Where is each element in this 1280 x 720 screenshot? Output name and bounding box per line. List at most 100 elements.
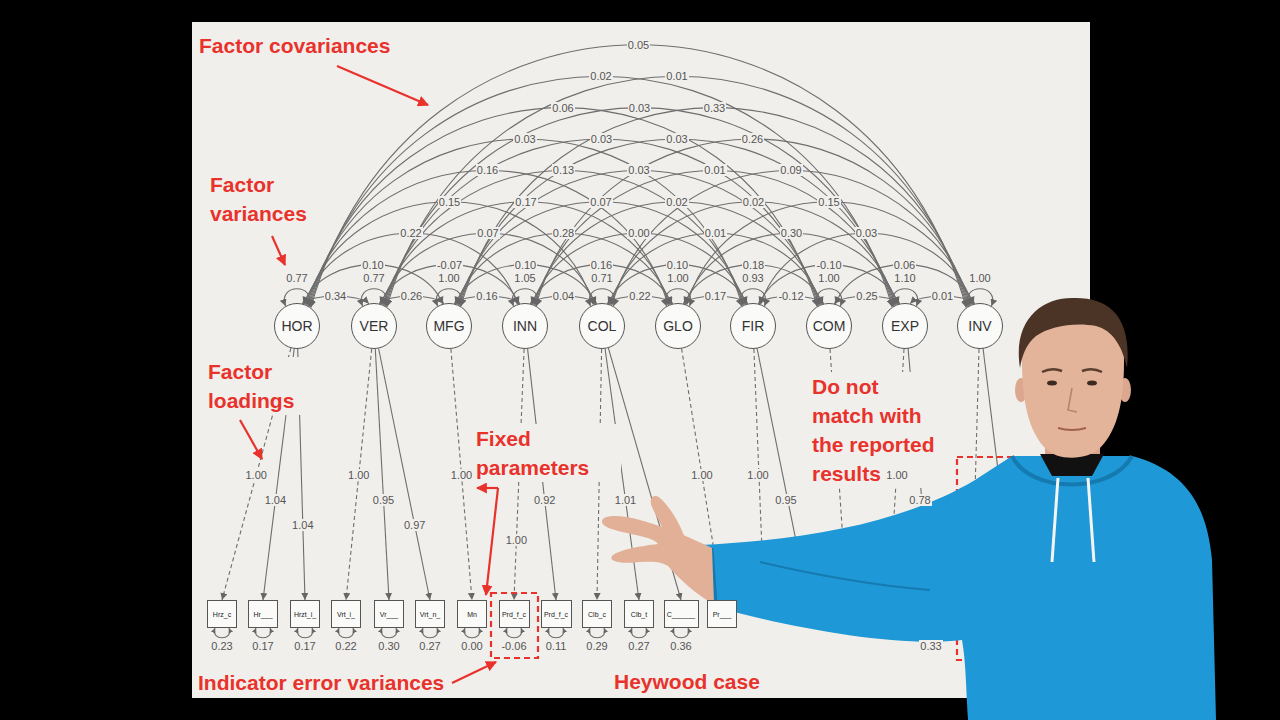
edge-label: 0.09 [779, 164, 802, 176]
factor-name: VER [360, 318, 389, 334]
edge-label: 1.05 [513, 272, 536, 284]
edge-label: 0.27 [627, 640, 650, 652]
error-variance-loop [631, 628, 646, 638]
edge-label: 1.04 [264, 494, 287, 506]
edge-label: 0.77 [362, 272, 385, 284]
indicator-box: Clb_c [582, 600, 612, 628]
edge-label: 1.00 [968, 272, 991, 284]
edge-label: 1.00 [666, 272, 689, 284]
edge-label: 0.36 [669, 640, 692, 652]
edge-label: 0.17 [251, 640, 274, 652]
factor-circle: COL [579, 303, 625, 349]
indicator-name: Vrt_i_ [337, 610, 355, 619]
edge-label: 0.06 [551, 102, 574, 114]
factor-circle: HOR [274, 303, 320, 349]
factor-name: MFG [433, 318, 464, 334]
edge-label: 0.17 [293, 640, 316, 652]
indicator-box: Clb_t [624, 600, 654, 628]
covariance-arc [386, 108, 893, 307]
edge-label: 0.71 [590, 272, 613, 284]
factor-circle: COM [806, 303, 852, 349]
edge-label: 0.22 [399, 227, 422, 239]
factor-name: COM [813, 318, 846, 334]
edge-label: 0.15 [817, 196, 840, 208]
edge-label: 0.27 [418, 640, 441, 652]
factor-circle: INV [957, 303, 1003, 349]
value-label: 1.00 [746, 469, 769, 481]
covariance-arc [308, 139, 742, 306]
error-variance-loop [381, 628, 396, 638]
indicator-box: Mn [457, 600, 487, 628]
indicator-box: Pr___ [707, 600, 737, 628]
edge-label: 0.01 [703, 164, 726, 176]
edge-label: 0.77 [285, 272, 308, 284]
edge-label: 0.10 [666, 259, 689, 271]
factor-name: EXP [891, 318, 919, 334]
factor-name: INV [968, 318, 991, 334]
edge-label: 1.00 [450, 469, 473, 481]
value-label: 0.33 [919, 640, 942, 652]
edge-label: 0.30 [377, 640, 400, 652]
error-variance-loop [255, 628, 270, 638]
edge-label: 0.97 [403, 519, 426, 531]
edge-label: 0.33 [703, 102, 726, 114]
indicator-box: Vr___ [374, 600, 404, 628]
factor-circle: INN [502, 303, 548, 349]
factor-name: HOR [281, 318, 312, 334]
error-variance-loop [214, 628, 229, 638]
edge-label: 1.10 [893, 272, 916, 284]
value-label: 0.95 [774, 494, 797, 506]
edge-label: 0.34 [324, 290, 347, 302]
edge-label: 0.26 [400, 290, 423, 302]
covariance-arc [459, 170, 820, 305]
value-label: 1.00 [885, 469, 908, 481]
error-variance-loop [297, 628, 312, 638]
indicator-name: Prd_f_c [502, 610, 526, 619]
edge-label: 0.03 [590, 133, 613, 145]
edge-label: 0.11 [545, 640, 568, 652]
edge-label: 0.07 [476, 227, 499, 239]
edge-label: 0.22 [628, 290, 651, 302]
edge-label: 0.03 [665, 133, 688, 145]
indicator-name: Clb_t [631, 610, 647, 619]
edge-label: 1.00 [245, 469, 268, 481]
factor-circle: FIR [730, 303, 776, 349]
indicator-name: Vr___ [380, 610, 398, 619]
edge-label: 0.92 [533, 494, 556, 506]
indicator-box: Prd_f_c [499, 600, 530, 628]
factor-name: GLO [663, 318, 693, 334]
edge-label: 0.13 [552, 164, 575, 176]
edge-label: 1.04 [291, 519, 314, 531]
edge-label: -0.12 [777, 290, 804, 302]
annotation-text: Factor variances [210, 170, 332, 228]
edge-label: 0.16 [590, 259, 613, 271]
edge-label: 1.00 [505, 534, 528, 546]
edge-label: -0.10 [815, 259, 842, 271]
loading-arrow [346, 349, 372, 600]
edge-label: 0.00 [627, 227, 650, 239]
edge-label: 0.07 [589, 196, 612, 208]
edge-label: 0.03 [513, 133, 536, 145]
edge-label: 0.22 [334, 640, 357, 652]
value-label: 0.78 [908, 494, 931, 506]
covariance-arc [460, 139, 894, 306]
edge-label: 0.01 [704, 227, 727, 239]
covariance-arc [309, 108, 817, 307]
covariance-arc [612, 170, 971, 305]
covariance-arc [385, 139, 818, 306]
annotation-text: Factor covariances [199, 31, 390, 60]
error-variance-loop [338, 628, 353, 638]
indicator-name: Prd_f_c [544, 610, 568, 619]
factor-circle: GLO [655, 303, 701, 349]
indicator-box: Hrz_c [207, 600, 237, 628]
edge-label: 0.06 [893, 259, 916, 271]
loading-arrow [379, 349, 430, 601]
edge-label: 0.30 [780, 227, 803, 239]
edge-label: 0.05 [627, 39, 650, 51]
error-variance-loop [548, 628, 563, 638]
edge-label: 0.26 [741, 133, 764, 145]
error-variance-loop [422, 628, 437, 638]
edge-label: 0.03 [628, 102, 651, 114]
edge-label: 0.04 [552, 290, 575, 302]
